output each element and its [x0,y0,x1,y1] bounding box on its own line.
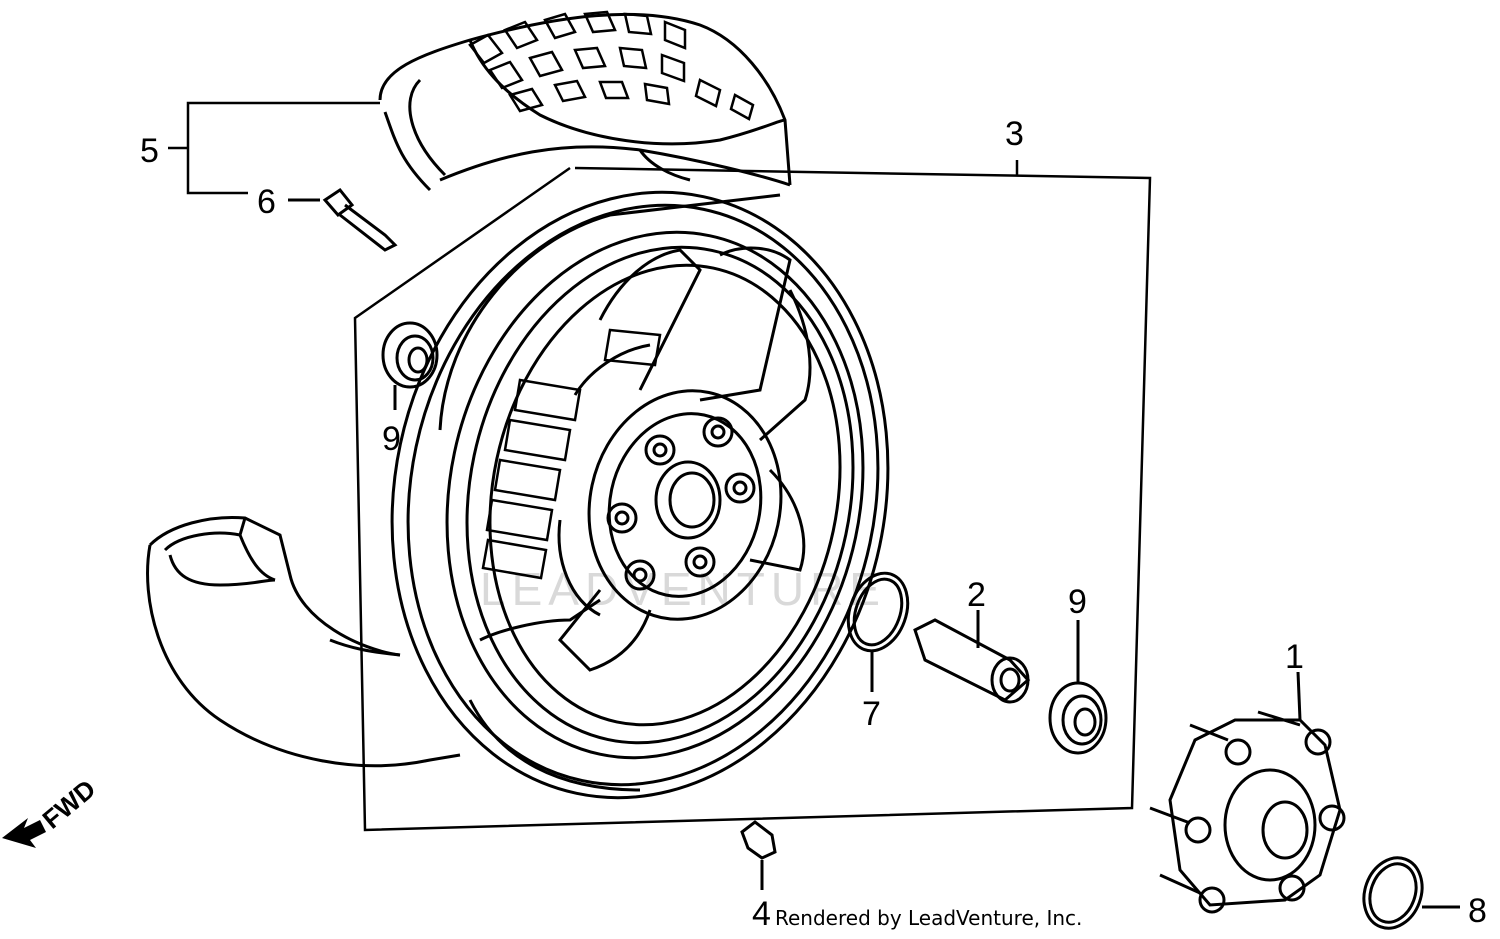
axle-spacer [913,610,1031,704]
callout-7: 7 [862,695,881,733]
callout-9-left: 9 [382,420,401,458]
tire-upper [378,10,792,192]
forward-direction-indicator: FWD [2,774,101,848]
flange-o-ring [1362,856,1460,930]
wheel-hub [587,389,783,621]
o-ring [846,571,910,692]
callout-3: 3 [1005,115,1024,153]
driven-flange [1149,671,1346,914]
callout-6: 6 [257,183,276,221]
callout-9-right: 9 [1068,583,1087,621]
render-credit: Rendered by LeadVenture, Inc. [775,906,1083,930]
forward-arrow-icon [2,818,46,848]
callout-4: 4 [752,895,771,933]
wheel-assembly-bracket [353,160,1152,832]
watermark: LEADVENTURE [480,563,886,615]
bearing-left [381,321,439,410]
callout-5-bracket [168,101,380,195]
brake-drum-fins [481,328,662,580]
callout-8: 8 [1468,892,1487,930]
wheel-rim [390,190,890,800]
callout-2: 2 [967,576,986,614]
callout-1: 1 [1285,638,1304,676]
valve-stem [288,187,398,252]
balance-weight-clip [740,820,777,890]
bearing-right [1048,620,1108,755]
callout-5: 5 [140,132,159,170]
forward-label: FWD [37,774,102,835]
